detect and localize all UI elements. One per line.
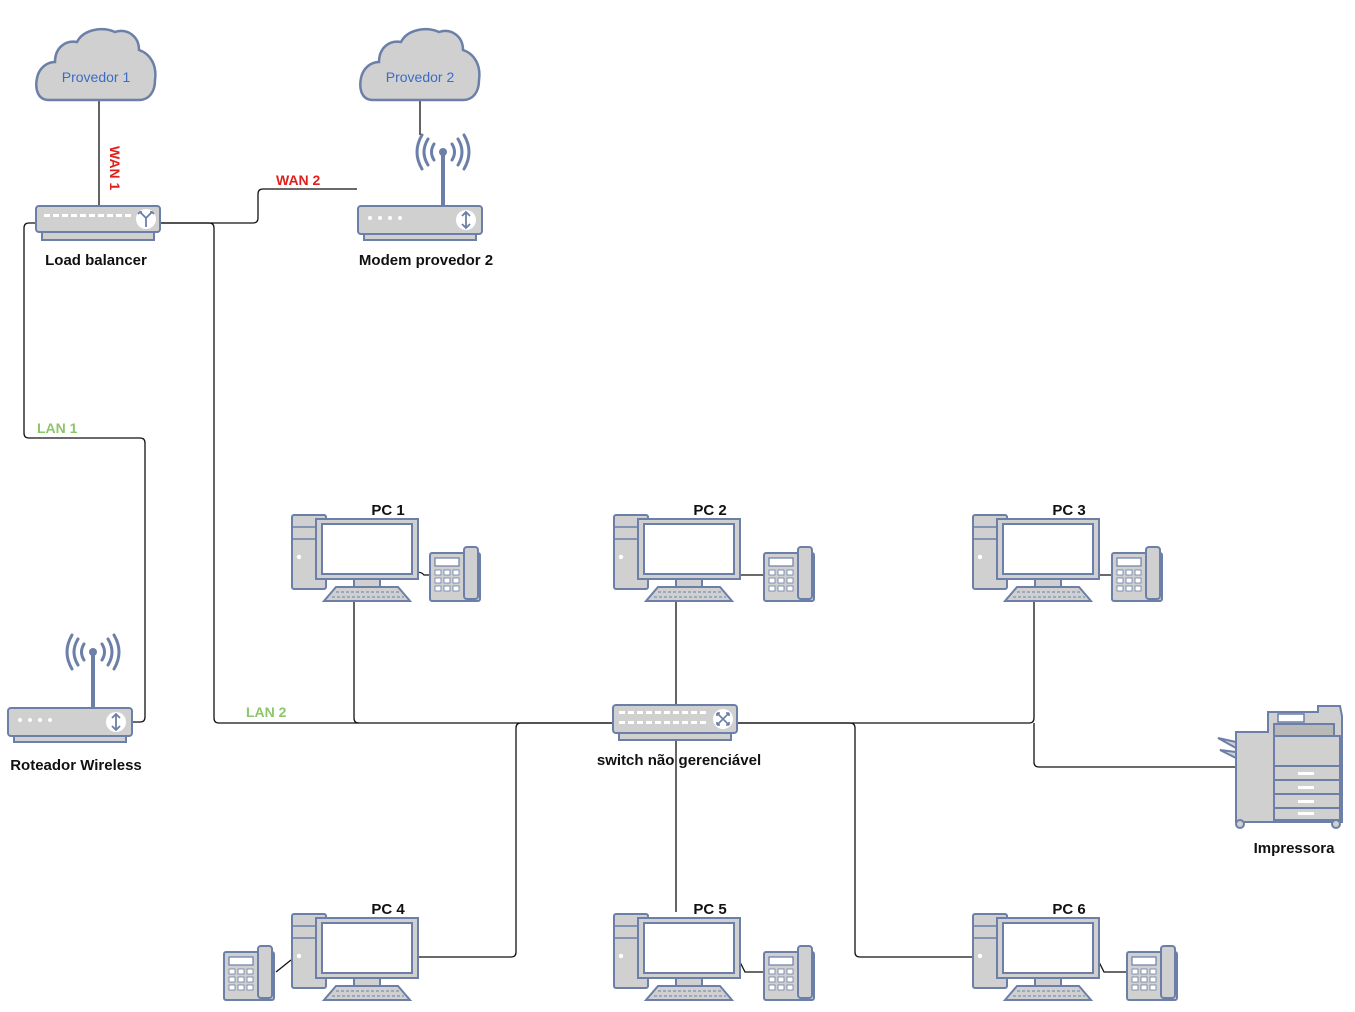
pc-label: PC 1 bbox=[371, 502, 404, 519]
pc-6[interactable]: PC 6 bbox=[972, 901, 1178, 1001]
load-balancer-label: Load balancer bbox=[45, 252, 147, 269]
phone-icon bbox=[429, 546, 481, 602]
computer-icon bbox=[972, 514, 1100, 602]
modem-icon bbox=[357, 205, 483, 241]
wireless-router[interactable]: Roteador Wireless bbox=[7, 633, 142, 774]
cloud-provedor-1[interactable]: Provedor 1 bbox=[35, 27, 157, 102]
connection-lines bbox=[23, 100, 1238, 973]
cloud-label: Provedor 1 bbox=[62, 69, 131, 85]
pc6-line bbox=[738, 722, 972, 958]
pc4-phone-cord bbox=[275, 959, 292, 973]
printer[interactable]: Impressora bbox=[1217, 705, 1343, 857]
lan2-label: LAN 2 bbox=[246, 704, 287, 720]
computer-icon bbox=[613, 913, 741, 1001]
load-balancer-icon bbox=[35, 205, 161, 241]
antenna-icon bbox=[415, 133, 471, 214]
pc-3[interactable]: PC 3 bbox=[972, 502, 1163, 602]
lan1-line bbox=[23, 222, 146, 723]
pc-label: PC 2 bbox=[693, 502, 726, 519]
wan2-label: WAN 2 bbox=[276, 172, 321, 188]
computer-icon bbox=[613, 514, 741, 602]
pc-label: PC 4 bbox=[371, 901, 405, 918]
computer-icon bbox=[291, 514, 419, 602]
wan1-label: WAN 1 bbox=[107, 146, 123, 191]
pc-label: PC 6 bbox=[1052, 901, 1085, 918]
phone-icon bbox=[763, 945, 815, 1001]
lan1-label: LAN 1 bbox=[37, 420, 78, 436]
pc-label: PC 5 bbox=[693, 901, 726, 918]
pc6-phone-cord bbox=[1097, 959, 1127, 973]
pc-1[interactable]: PC 1 bbox=[291, 502, 481, 602]
phone-icon bbox=[1111, 546, 1163, 602]
cloud-label: Provedor 2 bbox=[386, 69, 455, 85]
lan2-line bbox=[160, 222, 613, 724]
switch-label: switch não gerenciável bbox=[597, 752, 761, 769]
switch-icon bbox=[612, 704, 738, 741]
modem-label: Modem provedor 2 bbox=[359, 252, 493, 269]
pc4-line bbox=[416, 722, 613, 958]
pc-5[interactable]: PC 5 bbox=[613, 901, 815, 1001]
phone-icon bbox=[223, 945, 275, 1001]
cloud-icon bbox=[359, 27, 481, 102]
printer-line bbox=[1033, 723, 1238, 768]
pc-4[interactable]: PC 4 bbox=[223, 901, 419, 1001]
phone-icon bbox=[763, 546, 815, 602]
pc2-phone-cord bbox=[738, 560, 764, 576]
pc5-phone-cord bbox=[738, 959, 764, 973]
cloud-icon bbox=[35, 27, 157, 102]
phone-icon bbox=[1126, 945, 1178, 1001]
pc-2[interactable]: PC 2 bbox=[613, 502, 815, 602]
computer-icon bbox=[972, 913, 1100, 1001]
pc3-phone-cord bbox=[1097, 560, 1112, 576]
router-icon bbox=[7, 707, 133, 743]
pc3-line bbox=[738, 600, 1035, 724]
printer-label: Impressora bbox=[1254, 840, 1336, 857]
pc1-line bbox=[353, 600, 360, 724]
load-balancer[interactable]: Load balancer bbox=[35, 205, 161, 269]
modem-provedor-2[interactable]: Modem provedor 2 bbox=[357, 133, 493, 269]
wan2-line bbox=[160, 188, 357, 224]
computer-icon bbox=[291, 913, 419, 1001]
pc-label: PC 3 bbox=[1052, 502, 1085, 519]
printer-icon bbox=[1217, 705, 1343, 829]
antenna-icon bbox=[65, 633, 121, 714]
cloud-provedor-2[interactable]: Provedor 2 bbox=[359, 27, 481, 102]
wireless-router-label: Roteador Wireless bbox=[10, 757, 142, 774]
switch[interactable]: switch não gerenciável bbox=[597, 704, 761, 769]
